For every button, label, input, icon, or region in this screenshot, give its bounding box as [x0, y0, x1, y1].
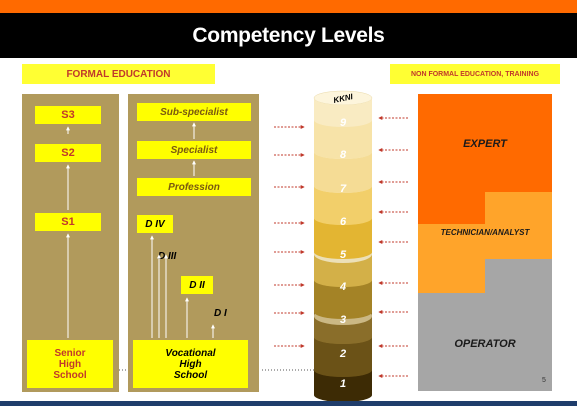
d1-label: D I	[214, 308, 227, 319]
page-number: 5	[542, 377, 546, 384]
s2-box: S2	[35, 144, 101, 162]
top-accent-stripe	[0, 0, 577, 13]
nonformal-education-header: NON FORMAL EDUCATION, TRAINING	[390, 64, 560, 84]
senior-high-line-3: School	[53, 369, 87, 381]
d4-box: D IV	[137, 215, 173, 233]
bottom-accent-stripe	[0, 401, 577, 406]
senior-high-line-2: High	[58, 358, 82, 370]
level-9-label: 9	[340, 117, 347, 129]
cylinder-top-label: KKNI	[333, 92, 355, 105]
d-levels-panel: Sub-specialist Specialist Profession D I…	[128, 94, 259, 392]
expert-label: EXPERT	[463, 138, 507, 150]
d2-box: D II	[181, 276, 213, 294]
vocational-line-3: School	[173, 369, 208, 381]
senior-high-line-1: Senior	[54, 347, 86, 359]
level-5-label: 5	[340, 249, 347, 261]
vocational-line-2: High	[179, 358, 202, 370]
sub-specialist-box: Sub-specialist	[137, 103, 251, 121]
level-1-label: 1	[340, 378, 346, 390]
level-7-label: 7	[340, 183, 347, 195]
title-bar: Competency Levels	[0, 13, 577, 58]
cylinder-segment-2	[314, 337, 372, 377]
s1-box: S1	[35, 213, 101, 231]
s3-box: S3	[35, 106, 101, 124]
competency-staircase	[418, 94, 552, 391]
kkni-cylinder: KKNI 1 2 3 4 5 6 7 8 9	[313, 90, 373, 402]
cylinder-segment-6	[314, 218, 372, 259]
cylinder-segment-8	[314, 152, 372, 193]
competency-panel: EXPERT TECHNICIAN/ANALYST OPERATOR	[418, 94, 552, 391]
cylinder-segment-4	[314, 280, 372, 319]
vocational-high-school-box: Vocational High School	[133, 340, 248, 388]
level-2-label: 2	[339, 348, 346, 360]
level-3-label: 3	[340, 314, 346, 326]
profession-box: Profession	[137, 178, 251, 196]
formal-education-header: FORMAL EDUCATION	[22, 64, 215, 84]
cylinder-segment-top	[314, 98, 372, 127]
slide-title: Competency Levels	[192, 23, 385, 47]
specialist-box: Specialist	[137, 141, 251, 159]
cylinder-segment-1	[314, 370, 372, 402]
s-levels-panel: S3 S2 S1 Senior High School	[22, 94, 119, 392]
level-6-label: 6	[340, 216, 347, 228]
expert-zone	[418, 94, 552, 224]
operator-label: OPERATOR	[454, 338, 516, 350]
senior-high-school-box: Senior High School	[27, 340, 113, 388]
cylinder-segment-9	[314, 120, 372, 159]
cylinder-segment-7	[314, 186, 372, 225]
level-8-label: 8	[340, 149, 347, 161]
level-4-label: 4	[339, 281, 346, 293]
technician-analyst-label: TECHNICIAN/ANALYST	[440, 228, 530, 237]
vocational-line-1: Vocational	[165, 347, 216, 359]
